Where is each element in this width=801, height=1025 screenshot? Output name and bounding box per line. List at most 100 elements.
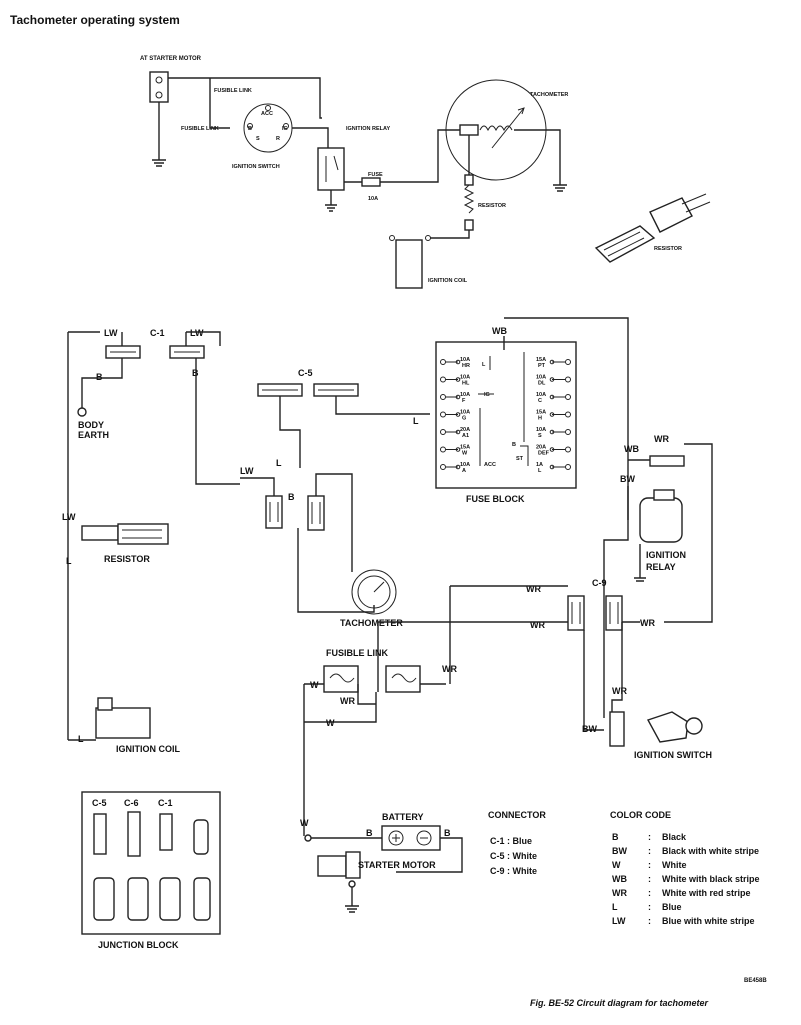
color-code-desc: Blue bbox=[662, 902, 682, 912]
resistor-picture: RESISTOR bbox=[594, 193, 711, 263]
color-code-desc: White with black stripe bbox=[662, 874, 760, 884]
ground-symbol bbox=[152, 159, 166, 167]
fuse-rating: 1A bbox=[536, 462, 543, 468]
svg-text:C-5: C-5 bbox=[92, 798, 107, 808]
switch-s: S bbox=[256, 136, 260, 142]
ignition-switch-top-label: IGNITION SWITCH bbox=[232, 164, 280, 170]
svg-text:RELAY: RELAY bbox=[646, 562, 676, 572]
svg-text:WB: WB bbox=[624, 444, 639, 454]
fuse-id: F bbox=[462, 398, 466, 404]
svg-text:RESISTOR: RESISTOR bbox=[654, 246, 682, 252]
fusible-link-2 bbox=[385, 665, 421, 693]
fuse-terminal bbox=[440, 464, 446, 470]
tachometer-top-label: TACHOMETER bbox=[530, 92, 568, 98]
svg-text:EARTH: EARTH bbox=[78, 430, 109, 440]
fuse-id: L bbox=[538, 468, 542, 474]
svg-text:C-9 : White: C-9 : White bbox=[490, 866, 537, 876]
fuse-id: A1 bbox=[462, 433, 469, 439]
fuse-id: HL bbox=[462, 381, 470, 387]
color-code-desc: Black with white stripe bbox=[662, 846, 759, 856]
svg-text:BW: BW bbox=[582, 724, 597, 734]
c9-connector-right bbox=[605, 595, 623, 631]
fuse-terminal bbox=[565, 429, 571, 435]
color-code-desc: Black bbox=[662, 832, 687, 842]
color-code-abbr: L bbox=[612, 902, 618, 912]
fuse-id: S bbox=[538, 433, 542, 439]
svg-text:LW: LW bbox=[104, 328, 118, 338]
connector-legend: CONNECTOR C-1 : Blue C-5 : White C-9 : W… bbox=[488, 810, 546, 876]
color-code-sep: : bbox=[648, 902, 651, 912]
svg-text:WR: WR bbox=[612, 686, 627, 696]
svg-text:WR: WR bbox=[530, 620, 545, 630]
svg-text:STARTER MOTOR: STARTER MOTOR bbox=[358, 860, 436, 870]
fuse-id: DEF bbox=[538, 451, 550, 457]
color-code-sep: : bbox=[648, 888, 651, 898]
svg-text:WR: WR bbox=[654, 434, 669, 444]
fuse-terminal bbox=[565, 446, 571, 453]
tachometer-gauge bbox=[351, 569, 397, 615]
color-code-abbr: WB bbox=[612, 874, 627, 884]
ignition-relay-body bbox=[639, 497, 683, 543]
fuse-top bbox=[361, 177, 381, 187]
fuse-terminal bbox=[565, 376, 571, 383]
color-code-desc: Blue with white stripe bbox=[662, 916, 755, 926]
svg-text:WR: WR bbox=[526, 584, 541, 594]
fuse-id: H bbox=[538, 416, 542, 422]
ignition-switch-body bbox=[646, 711, 689, 743]
ignition-switch-connector bbox=[609, 711, 625, 747]
svg-text:W: W bbox=[300, 818, 309, 828]
fuse-id: A bbox=[462, 468, 466, 474]
resistor-ceramic bbox=[117, 523, 169, 545]
svg-text:IGNITION SWITCH: IGNITION SWITCH bbox=[634, 750, 712, 760]
ignition-relay-top-label: IGNITION RELAY bbox=[346, 126, 390, 132]
body-earth-point bbox=[77, 407, 87, 417]
color-code-desc: White bbox=[662, 860, 687, 870]
resistor-body bbox=[81, 525, 119, 541]
fuse-rating: 15A bbox=[460, 445, 470, 451]
fuse-terminal bbox=[565, 411, 571, 418]
svg-text:B: B bbox=[512, 442, 516, 448]
color-code-sep: : bbox=[648, 832, 651, 842]
fuse-terminal bbox=[440, 446, 446, 453]
svg-text:ACC: ACC bbox=[484, 462, 496, 468]
svg-text:L: L bbox=[66, 556, 72, 566]
fuse-id: PT bbox=[538, 363, 546, 369]
ignition-coil-top bbox=[395, 239, 423, 289]
svg-text:C-6: C-6 bbox=[124, 798, 139, 808]
battery bbox=[381, 825, 441, 851]
svg-text:RESISTOR: RESISTOR bbox=[104, 554, 150, 564]
fuse-terminal bbox=[440, 429, 446, 435]
color-code-abbr: BW bbox=[612, 846, 627, 856]
svg-text:B: B bbox=[366, 828, 373, 838]
fuse-top-label: FUSE bbox=[368, 172, 383, 178]
jb-c1-slot bbox=[159, 813, 173, 851]
fuse-rating: 15A bbox=[536, 357, 546, 363]
switch-r: R bbox=[276, 136, 280, 142]
svg-text:IGNITION COIL: IGNITION COIL bbox=[116, 744, 181, 754]
page-title: Tachometer operating system bbox=[10, 13, 180, 27]
fuse-rating: 10A bbox=[460, 410, 470, 416]
fuse-terminal bbox=[565, 359, 571, 365]
jb-c5-slot bbox=[93, 813, 107, 855]
svg-text:COLOR CODE: COLOR CODE bbox=[610, 810, 671, 820]
color-code-abbr: LW bbox=[612, 916, 626, 926]
fuse-rating: 20A bbox=[536, 445, 546, 451]
fusible-link-top-1: FUSIBLE LINK bbox=[214, 88, 252, 94]
at-starter-motor-label: AT STARTER MOTOR bbox=[140, 56, 202, 62]
figure-caption: Fig. BE-52 Circuit diagram for tachomete… bbox=[530, 998, 709, 1008]
svg-text:IG: IG bbox=[484, 392, 490, 398]
svg-text:WR: WR bbox=[340, 696, 355, 706]
switch-ig: IG bbox=[282, 126, 288, 132]
fuse-terminal bbox=[440, 411, 446, 418]
color-code-sep: : bbox=[648, 874, 651, 884]
fuse-rating: 10A bbox=[536, 427, 546, 433]
color-code-sep: : bbox=[648, 916, 651, 926]
fuse-id: HR bbox=[462, 363, 470, 369]
resistor-top-label: RESISTOR bbox=[478, 203, 506, 209]
svg-text:L: L bbox=[78, 734, 84, 744]
svg-text:BW: BW bbox=[620, 474, 635, 484]
